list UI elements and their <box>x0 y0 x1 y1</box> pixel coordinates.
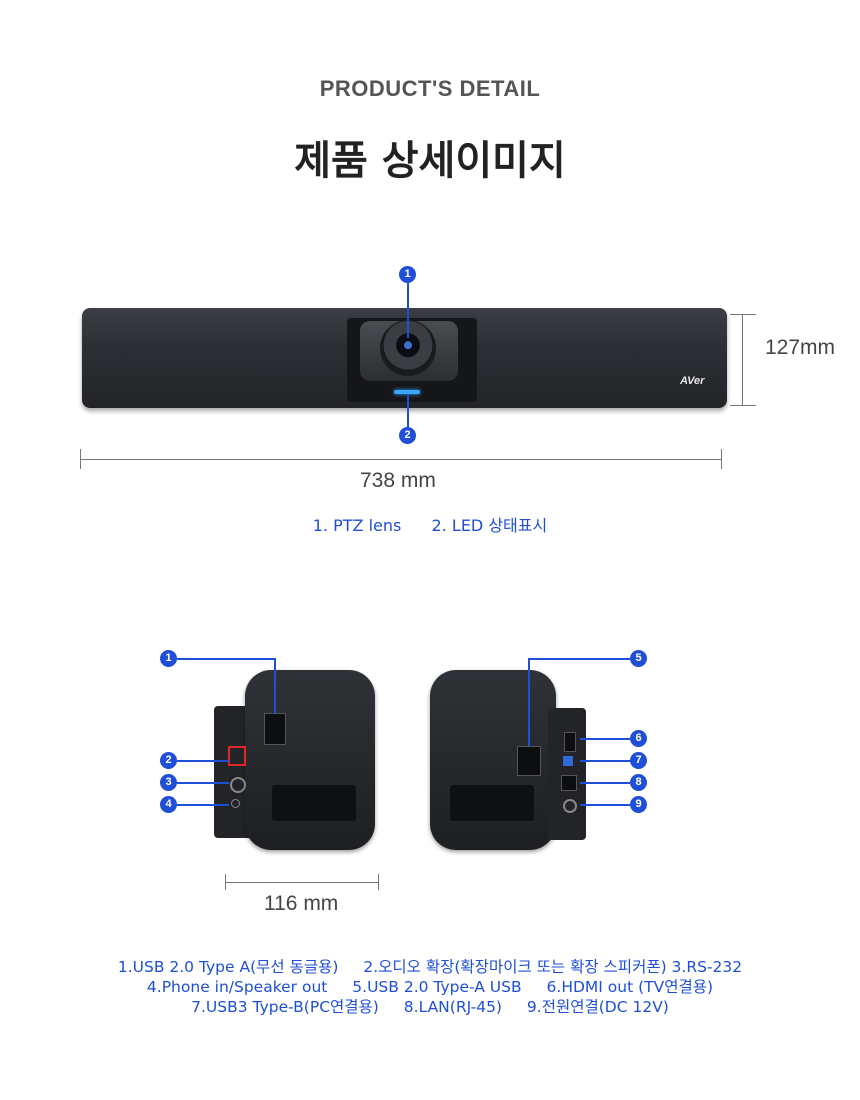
callout-badge-s4: 4 <box>160 796 177 813</box>
hdmi-port <box>564 732 576 752</box>
section-eyebrow: PRODUCT'S DETAIL <box>319 76 541 101</box>
callout-line-s8 <box>580 782 630 784</box>
right-grip-recess <box>450 785 534 821</box>
lan-port <box>561 775 577 791</box>
callout-line-s5-h <box>528 658 630 660</box>
usb-a-port <box>264 713 286 745</box>
spec-row-3: 7.USB3 Type-B(PC연결용) 8.LAN(RJ-45) 9.전원연결… <box>0 997 860 1017</box>
phone-in-port <box>231 799 240 808</box>
spec-item: 4.Phone in/Speaker out <box>146 978 328 996</box>
usb-a-port-right <box>517 746 541 776</box>
callout-badge-s5: 5 <box>630 650 647 667</box>
callout-badge-s2: 2 <box>160 752 177 769</box>
spec-item: 2.오디오 확장(확장마이크 또는 확장 스피커폰) 3.RS-232 <box>363 958 743 976</box>
left-side-face <box>245 670 375 850</box>
spec-item: 6.HDMI out (TV연결용) <box>546 978 714 996</box>
side-width-dimension-line <box>225 882 379 883</box>
callout-line-s6 <box>580 738 630 740</box>
callout-badge-s1: 1 <box>160 650 177 667</box>
dc-power-port <box>563 799 577 813</box>
right-side-panel <box>548 708 586 840</box>
spec-row-2: 4.Phone in/Speaker out 5.USB 2.0 Type-A … <box>0 977 860 997</box>
spec-item: 7.USB3 Type-B(PC연결용) <box>191 998 379 1016</box>
front-caption: 1. PTZ lens 2. LED 상태표시 <box>0 512 860 536</box>
caption-item-2: 2. LED 상태표시 <box>431 516 548 535</box>
callout-badge-s7: 7 <box>630 752 647 769</box>
callout-line-s4 <box>177 804 229 806</box>
callout-line-s5-v <box>528 658 530 746</box>
caption-item-1: 1. PTZ lens <box>312 516 402 535</box>
spec-row-1: 1.USB 2.0 Type A(무선 동글용) 2.오디오 확장(확장마이크 … <box>0 957 860 977</box>
callout-line-s3 <box>177 782 229 784</box>
height-dimension-line <box>742 314 743 406</box>
height-label: 127mm <box>765 336 836 359</box>
callout-badge-2: 2 <box>399 427 416 444</box>
callout-badge-s3: 3 <box>160 774 177 791</box>
spec-item: 8.LAN(RJ-45) <box>403 998 502 1016</box>
page-title: 제품 상세이미지 <box>294 138 566 184</box>
callout-line-s1-v <box>274 658 276 714</box>
led-indicator <box>394 390 420 394</box>
callout-line-s1-h <box>177 658 275 660</box>
callout-line-s7 <box>580 760 630 762</box>
left-grip-recess <box>272 785 356 821</box>
side-width-tick-left <box>225 874 226 890</box>
callout-line-2 <box>407 394 409 428</box>
side-width-label: 116 mm <box>264 892 339 915</box>
callout-line-1 <box>407 282 409 338</box>
callout-line-s9 <box>580 804 630 806</box>
audio-expansion-port <box>228 746 246 766</box>
width-dimension-tick-left <box>80 449 81 469</box>
spec-list: 1.USB 2.0 Type A(무선 동글용) 2.오디오 확장(확장마이크 … <box>0 957 860 1017</box>
width-dimension-tick-right <box>721 449 722 469</box>
width-dimension-line <box>80 459 722 460</box>
spec-item: 5.USB 2.0 Type-A USB <box>352 978 522 996</box>
spec-item: 9.전원연결(DC 12V) <box>526 998 669 1016</box>
callout-badge-1: 1 <box>399 266 416 283</box>
callout-badge-s9: 9 <box>630 796 647 813</box>
height-dimension-tick-top <box>730 314 756 315</box>
usb3-b-port <box>563 756 573 766</box>
callout-badge-s6: 6 <box>630 730 647 747</box>
callout-badge-s8: 8 <box>630 774 647 791</box>
side-width-tick-right <box>378 874 379 890</box>
spec-item: 1.USB 2.0 Type A(무선 동글용) <box>117 958 339 976</box>
rs232-port <box>230 777 246 793</box>
height-dimension-tick-bottom <box>730 405 756 406</box>
width-label: 738 mm <box>360 469 436 492</box>
callout-line-s2 <box>177 760 229 762</box>
brand-logo: AVer <box>680 375 705 387</box>
